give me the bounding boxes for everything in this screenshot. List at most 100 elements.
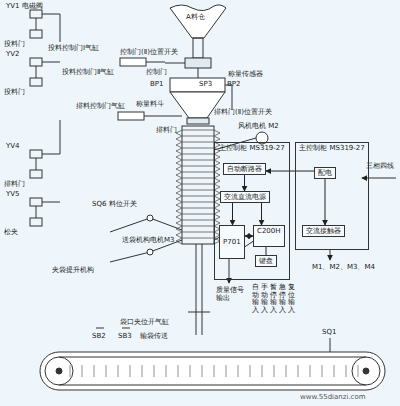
module-label: 键盘: [259, 257, 273, 265]
part-label: SB2: [92, 332, 106, 340]
part-label: 投料门: [4, 40, 25, 48]
illustration-part: [42, 62, 60, 63]
part-label: BP2: [227, 80, 240, 88]
illustration-part: [70, 365, 71, 377]
part-label: YV2: [6, 50, 20, 58]
module-label: C200H: [257, 227, 281, 235]
illustration-part: [274, 365, 275, 377]
signal-input: 手动输入: [261, 284, 268, 315]
part-label: BP1: [150, 80, 163, 88]
illustration-part: [322, 365, 323, 377]
part-label: 袋口夹位开气缸: [120, 318, 169, 326]
part-label: 控制门(Ⅱ)位置开关: [120, 48, 178, 56]
part-label: 夹袋提升机构: [52, 266, 94, 274]
part-label: 质量信号输出: [216, 286, 248, 302]
illustration-part: [30, 78, 42, 86]
part-label: 投料控制门Ⅰ气缸: [48, 44, 99, 52]
signal-input: 自动输入: [252, 284, 259, 315]
illustration-part: [82, 365, 83, 377]
part-label: 松夹: [4, 228, 18, 236]
illustration-part: [362, 178, 396, 179]
part-label: 控制门: [146, 68, 167, 76]
illustration-part: [142, 365, 143, 377]
cabinet-title: 主控制柜 MS319-27: [218, 144, 286, 152]
signal-connector: [261, 203, 262, 225]
illustration-part: [118, 112, 144, 120]
illustration-part: [334, 365, 335, 377]
illustration-part: [45, 357, 73, 385]
illustration-part: [178, 365, 179, 377]
illustration-part: [330, 250, 331, 260]
illustration-part: [30, 58, 42, 66]
part-label: 投料门: [4, 88, 25, 96]
signal-input: 复位输入: [288, 284, 295, 315]
signal-connector: [244, 175, 245, 191]
module-label: 配电: [318, 169, 332, 177]
illustration-part: [30, 198, 42, 206]
signal-input: 暂停输入: [270, 284, 277, 315]
module-box: P701: [219, 225, 245, 259]
part-label: SQ1: [322, 328, 336, 336]
module-box: C200H: [253, 225, 285, 247]
illustration-part: [30, 218, 42, 226]
part-label: YV4: [6, 142, 20, 150]
part-label: A料仓: [186, 13, 205, 21]
illustration-part: [188, 312, 210, 313]
illustration-part: [42, 154, 60, 155]
illustration-part: [363, 368, 369, 374]
signal-input: 急停输入: [279, 284, 286, 315]
part-label: 称量传感器: [228, 70, 263, 78]
illustration-part: [30, 5, 396, 390]
module-box: 配电: [314, 167, 336, 179]
part-label: M1、M2、M3、M4: [312, 263, 375, 271]
part-label: 排料门: [4, 180, 25, 188]
illustration-part: [147, 249, 153, 255]
part-label: 投料控制门Ⅱ气缸: [62, 68, 114, 76]
module-box: 自动断路器: [223, 163, 266, 175]
illustration-part: [214, 365, 215, 377]
illustration-part: [198, 68, 199, 78]
illustration-part: [120, 58, 146, 66]
signal-connector: [266, 247, 267, 255]
illustration-part: [42, 14, 60, 15]
illustration-part: [60, 14, 61, 42]
illustration-part: [165, 63, 185, 64]
illustration-part: [59, 357, 366, 358]
illustration-part: [202, 244, 203, 335]
module-label: 自动断路器: [227, 165, 262, 173]
part-label: 电磁阀: [22, 2, 43, 10]
illustration-part: [146, 62, 165, 63]
signal-connector: [245, 236, 253, 237]
illustration-part: [130, 365, 131, 377]
illustration-part: [190, 365, 191, 377]
illustration-part: [36, 158, 37, 170]
illustration-part: [193, 38, 203, 58]
illustration-part: [187, 118, 209, 124]
illustration-part: [30, 10, 42, 18]
module-label: 交流直流电源: [224, 193, 266, 201]
illustration-part: [358, 365, 359, 377]
illustration-part: [196, 244, 197, 335]
illustration-part: [147, 215, 153, 221]
illustration-part: [250, 365, 251, 377]
illustration-part: [36, 66, 37, 78]
illustration-part: [170, 78, 225, 92]
control-cabinet: 主控制柜 MS319-27配电交流接触器: [295, 142, 369, 250]
illustration-part: [144, 116, 182, 117]
part-label: 排料门(Ⅱ)位置开关: [214, 108, 272, 116]
illustration-part: [226, 365, 227, 377]
illustration-part: [42, 202, 60, 203]
illustration-part: [106, 365, 107, 377]
part-label: YV1: [6, 2, 20, 10]
illustration-part: [310, 365, 311, 377]
part-label: SP3: [199, 80, 212, 88]
illustration-part: [238, 365, 239, 377]
signal-connector: [325, 179, 326, 225]
illustration-part: [346, 365, 347, 377]
illustration-part: [330, 338, 331, 352]
illustration-part: [36, 18, 37, 30]
signal-connector: [232, 203, 233, 225]
part-label: www.55dianzi.com: [300, 393, 366, 401]
